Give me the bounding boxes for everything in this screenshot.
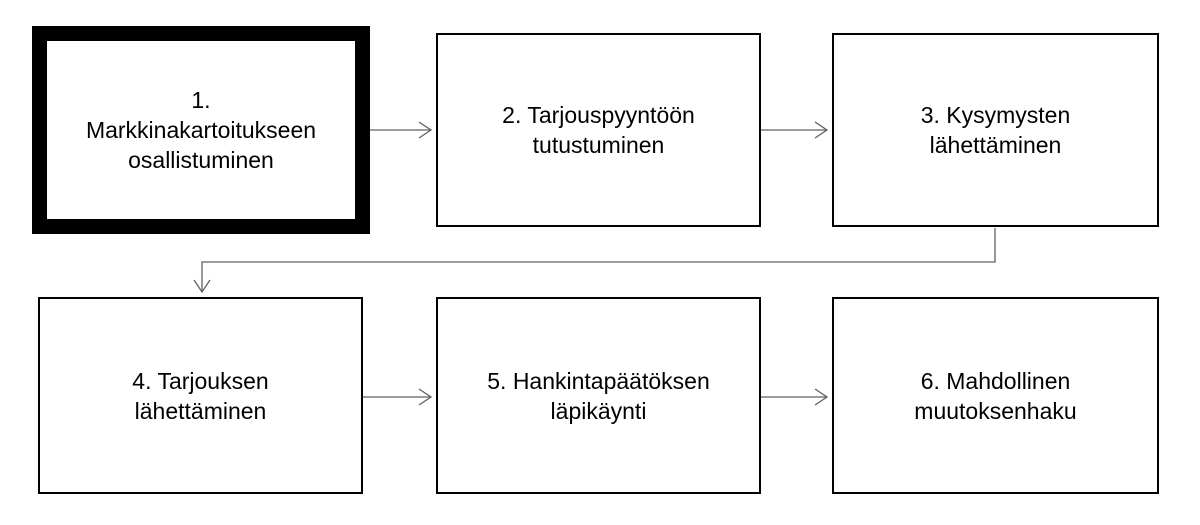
step-4-line-1: 4. Tarjouksen <box>132 367 269 394</box>
step-4-box: 4. Tarjouksen lähettäminen <box>38 297 363 494</box>
step-1-text: 1. Markkinakartoitukseen osallistuminen <box>86 85 316 175</box>
step-2-text: 2. Tarjouspyyntöön tutustuminen <box>502 100 695 160</box>
step-5-line-2: läpikäynti <box>550 397 647 424</box>
step-2-line-1: 2. Tarjouspyyntöön <box>502 102 695 128</box>
step-3-text: 3. Kysymysten lähettäminen <box>921 100 1071 160</box>
step-6-line-1: 6. Mahdollinen <box>920 367 1071 394</box>
step-1-line-2: Markkinakartoitukseen <box>85 117 317 143</box>
arrow-5-to-6 <box>761 388 829 406</box>
step-2-line-2: tutustuminen <box>532 132 665 158</box>
step-4-text: 4. Tarjouksen lähettäminen <box>132 366 268 426</box>
step-3-line-2: lähettäminen <box>929 132 1062 158</box>
step-1-line-3: osallistuminen <box>128 147 274 173</box>
step-5-text: 5. Hankintapäätöksen läpikäynti <box>487 366 710 426</box>
step-3-line-1: 3. Kysymysten <box>920 102 1071 128</box>
step-5-line-1: 5. Hankintapäätöksen <box>487 367 710 394</box>
arrow-1-to-2 <box>370 121 433 139</box>
arrow-2-to-3 <box>761 121 829 139</box>
step-5-box: 5. Hankintapäätöksen läpikäynti <box>436 297 761 494</box>
arrow-3-to-4 <box>193 228 996 294</box>
step-4-line-2: lähettäminen <box>134 397 267 424</box>
arrow-4-to-5 <box>363 388 433 406</box>
step-1-box: 1. Markkinakartoitukseen osallistuminen <box>32 26 370 234</box>
step-6-box: 6. Mahdollinen muutoksenhaku <box>832 297 1159 494</box>
step-6-text: 6. Mahdollinen muutoksenhaku <box>914 366 1076 426</box>
step-6-line-2: muutoksenhaku <box>914 397 1077 424</box>
step-1-line-1: 1. <box>191 87 211 113</box>
step-2-box: 2. Tarjouspyyntöön tutustuminen <box>436 33 761 227</box>
step-3-box: 3. Kysymysten lähettäminen <box>832 33 1159 227</box>
